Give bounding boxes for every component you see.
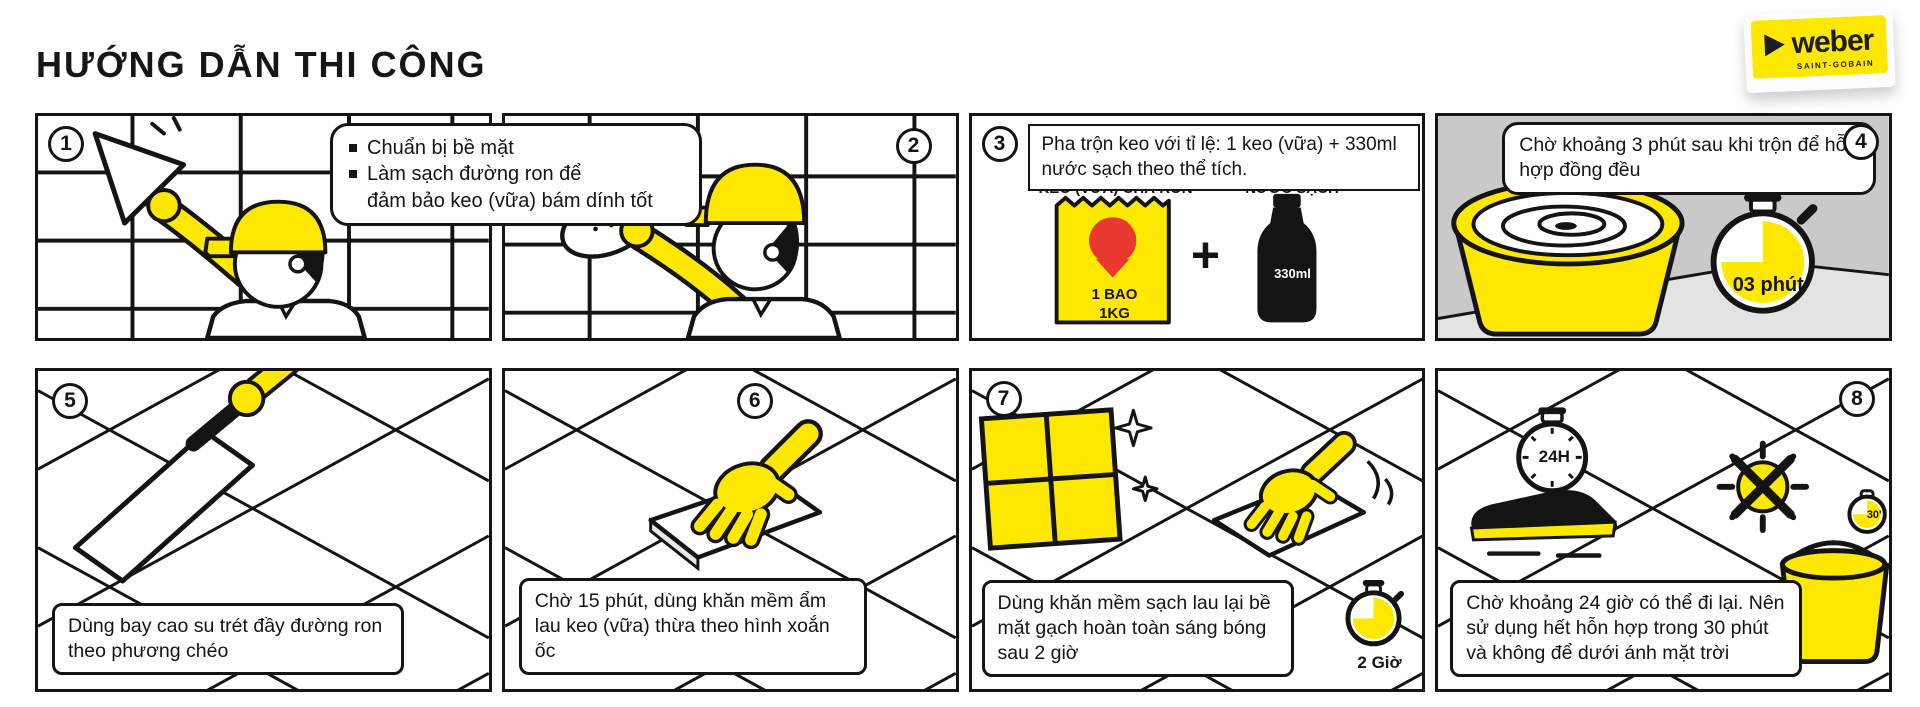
bullet-square [349, 144, 357, 152]
step-8-panel: 8 24H 30' Chờ khoảng 24 giờ có thể đi lạ… [1435, 368, 1892, 692]
timer-2h-label: 2 Giờ [1357, 653, 1402, 672]
24h-label: 24H [1538, 447, 1570, 466]
step8-cure-illustration [1438, 371, 1889, 689]
weber-triangle-icon [1764, 33, 1786, 57]
bullet-square [349, 170, 357, 179]
step3-mix-illustration [1054, 193, 1316, 325]
30min-label: 30' [1866, 509, 1882, 521]
bubble-line: đảm bảo keo (vữa) bám dính tốt [349, 188, 683, 214]
bubble-line3-text: đảm bảo keo (vữa) bám dính tốt [367, 189, 653, 212]
shoe-icon [1469, 489, 1618, 558]
clean-tiles-icon [978, 407, 1123, 551]
step-6-panel: 6 Chờ 15 phút, dùng khăn mềm ẩm lau keo … [501, 368, 959, 692]
step-4-panel: Chờ khoảng 3 phút sau khi trộn để hỗn hợ… [1435, 113, 1892, 341]
grout-bag-icon [1054, 195, 1171, 325]
weber-logo-card: weber SAINT-GOBAIN [1743, 8, 1896, 94]
plus-sign: + [1190, 227, 1221, 283]
step5-caption: Dùng bay cao su trét đầy đường ron theo … [52, 603, 404, 675]
rubber-float-icon [72, 371, 299, 584]
stopwatch-icon [1710, 193, 1818, 314]
mortar-bucket-icon [1451, 179, 1685, 337]
weber-brand-text: weber [1791, 23, 1875, 61]
mix-ratio-instruction: Pha trộn keo với tỉ lệ: 1 keo (vữa) + 33… [1027, 124, 1420, 192]
step-number-badge: 4 [1843, 124, 1879, 160]
polishing-hand-icon [1243, 430, 1357, 546]
timer-3min-label: 03 phút [1732, 274, 1804, 296]
step-number-badge: 3 [981, 126, 1018, 162]
bottle-volume-label: 330ml [1274, 266, 1311, 281]
step-3-panel: 3 Pha trộn keo với tỉ lệ: 1 keo (vữa) + … [968, 113, 1426, 341]
step-7-panel: 7 Dùng khăn mềm sạch lau lại bề mặt gạch… [968, 368, 1426, 692]
step8-caption: Chờ khoảng 24 giờ có thể đi lại. Nên sử … [1450, 580, 1803, 677]
worker-head [203, 199, 368, 338]
steps-row-2: 5 Dùng bay cao su trét đầy đường ron the… [35, 368, 1892, 692]
bubble-line1-text: Chuẩn bị bề mặt [367, 137, 514, 159]
24h-clock-icon [1516, 407, 1589, 494]
step-number-badge: 2 [895, 128, 932, 164]
no-sunlight-icon [1716, 440, 1810, 533]
step-number-badge: 7 [985, 381, 1022, 417]
weber-logo: weber SAINT-GOBAIN [1743, 8, 1896, 94]
page-title: HƯỚNG DẪN THI CÔNG [36, 44, 487, 85]
step-number-badge: 8 [1839, 381, 1875, 417]
step-number-badge: 6 [736, 383, 773, 419]
step-5-panel: 5 Dùng bay cao su trét đầy đường ron the… [35, 368, 492, 692]
bag-quantity-label: 1 BAO 1KG [1067, 286, 1163, 324]
step-number-badge: 1 [48, 126, 84, 162]
bag-quantity-line2: 1KG [1099, 304, 1130, 322]
sparkle-icon [1113, 408, 1159, 503]
timer-2h-icon [1344, 580, 1404, 647]
steps-row-1: 1 [35, 113, 1892, 341]
timer-30min-icon [1847, 489, 1888, 534]
gloved-hand-icon [690, 419, 823, 550]
worker-head [679, 162, 842, 338]
bag-quantity-line1: 1 BAO [1091, 286, 1138, 303]
weber-logo-sticker: weber SAINT-GOBAIN [1750, 15, 1889, 79]
saint-gobain-text: SAINT-GOBAIN [1797, 58, 1875, 71]
step6-caption: Chờ 15 phút, dùng khăn mềm ẩm lau keo (v… [518, 578, 867, 675]
step-number-badge: 5 [52, 383, 88, 419]
grout-bucket-icon [1779, 540, 1889, 664]
bubble-line: Chuẩn bị bề mặt [349, 135, 683, 161]
step1-worker-scraping-illustration [38, 116, 489, 338]
bubble-line2-text: Làm sạch đường ron để [367, 163, 582, 186]
water-bottle-icon [1256, 193, 1316, 323]
step7-caption: Dùng khăn mềm sạch lau lại bề mặt gạch h… [981, 580, 1294, 677]
wait-instruction-bubble: Chờ khoảng 3 phút sau khi trộn để hỗn hợ… [1502, 122, 1877, 195]
shine-marks [1365, 460, 1393, 506]
preparation-speech-bubble: Chuẩn bị bề mặt Làm sạch đường ron để đả… [330, 123, 702, 227]
bubble-line: Làm sạch đường ron để [349, 161, 683, 187]
